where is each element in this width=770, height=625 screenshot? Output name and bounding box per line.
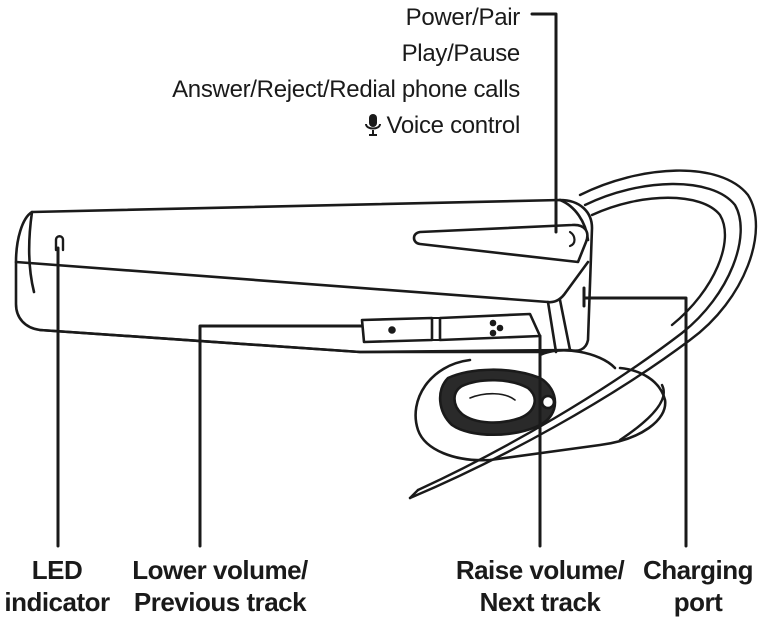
top-button-functions: Power/Pair Play/Pause Answer/Reject/Redi…: [172, 0, 520, 144]
volume-up-button: [438, 312, 542, 342]
power-pair-label: Power/Pair: [405, 4, 521, 31]
voice-control-row: Voice control: [172, 108, 520, 144]
raise-volume-callout: Raise volume/ Next track: [445, 554, 635, 618]
voice-control-label: Voice control: [386, 112, 520, 139]
led-callout-line1: LED: [31, 555, 83, 585]
multifunction-button: [412, 223, 589, 264]
leader-lines: [56, 12, 688, 548]
headset-body: [14, 198, 594, 354]
led-indicator-callout: LED indicator: [2, 554, 112, 618]
charging-port-callout: Charging port: [633, 554, 763, 618]
play-pause-label: Play/Pause: [401, 40, 521, 67]
led-indicator-icon: [54, 235, 65, 252]
lower-callout-line1: Lower volume/: [132, 555, 308, 585]
calls-label: Answer/Reject/Redial phone calls: [172, 76, 520, 103]
led-callout-line2: indicator: [4, 587, 110, 617]
ear-hook: [408, 169, 758, 500]
raise-callout-line2: Next track: [479, 587, 601, 617]
lower-volume-callout: Lower volume/ Previous track: [130, 554, 310, 618]
lower-callout-line2: Previous track: [133, 587, 307, 617]
charging-callout-line1: Charging: [642, 555, 754, 585]
microphone-icon: [365, 114, 382, 136]
ear-bud: [414, 349, 667, 462]
raise-callout-line1: Raise volume/: [455, 555, 625, 585]
volume-down-button: [360, 316, 434, 344]
charging-callout-line2: port: [673, 587, 723, 617]
